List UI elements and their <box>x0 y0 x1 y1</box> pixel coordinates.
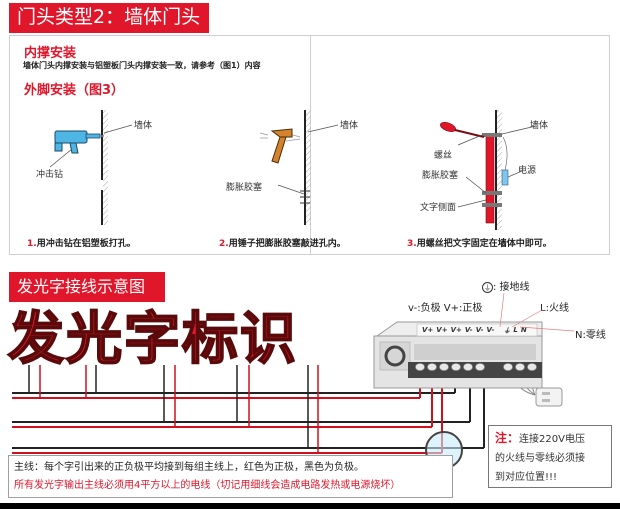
outer-install-title: 外脚安装（图3） <box>24 83 125 98</box>
step1-wall-label: 墙体 <box>134 121 153 131</box>
warning-tag: 注： <box>495 431 520 445</box>
neutral-label: N:零线 <box>575 330 606 341</box>
warning-line-2: 的火线与零线必须接 <box>495 453 585 464</box>
step2-anchor-label: 膨胀胶塞 <box>226 183 263 193</box>
terminal-labels: V+ V+ V+ V- V- V- ⏚ L N <box>422 326 527 336</box>
psu-leader-lines <box>499 292 575 332</box>
terminal-v-minus-2: V- <box>475 326 484 334</box>
live-label: L:火线 <box>540 303 569 314</box>
step3-power-label: 电源 <box>518 166 537 176</box>
note-line-1: 主线：每个字引出来的正负极平均接到每组主线上，红色为正极，黑色为负极。 <box>14 462 364 473</box>
step3-instruction: 3.用螺丝把文字固定在墙体中即可。 <box>407 236 552 249</box>
step2-diagram <box>259 110 339 225</box>
install-panel-right <box>310 35 610 255</box>
terminal-live: L <box>513 326 518 334</box>
terminal-v-plus-1: V+ <box>422 326 434 334</box>
bottom-edge-bar <box>0 503 620 509</box>
voltage-warning-box: 注：连接220V电压 的火线与零线必须接 到对应位置!!! <box>488 425 612 488</box>
ground-icon: ⏚ <box>482 281 493 293</box>
section-banner-wiring: 发光字接线示意图 <box>9 272 165 302</box>
screwdriver-icon <box>440 122 485 138</box>
step2-text: 用锤子把膨胀胶塞敲进孔内。 <box>228 239 346 249</box>
terminal-v-plus-3: V+ <box>450 326 462 334</box>
letter-side-shape <box>485 134 495 224</box>
main-wire-note: 主线：每个字引出来的正负极平均接到每组主线上，红色为正极，黑色为负极。 所有发光… <box>8 455 453 498</box>
step2-number: 2. <box>219 239 229 249</box>
terminal-ground: ⏚ <box>503 327 511 335</box>
ac-plug-icon <box>535 387 563 407</box>
polarity-label: v-:负极 V+:正极 <box>408 303 483 314</box>
step2-wall-label: 墙体 <box>340 121 359 131</box>
warning-line-1: 连接220V电压 <box>519 434 585 445</box>
step3-letter-side-label: 文字侧面 <box>420 203 457 213</box>
power-box-shape <box>501 169 509 186</box>
step2-instruction: 2.用锤子把膨胀胶塞敲进孔内。 <box>219 236 346 249</box>
step3-anchor-label: 膨胀胶塞 <box>422 171 459 181</box>
terminal-v-minus-1: V- <box>464 326 473 334</box>
inner-install-desc: 墙体门头内撑安装与铝塑板门头内撑安装一致，请参考（图1）内容 <box>23 61 261 70</box>
step3-screw-label: 螺丝 <box>434 151 453 161</box>
step3-wall-label: 墙体 <box>530 121 549 131</box>
warning-line-3: 到对应位置!!! <box>495 472 558 483</box>
power-supply-unit <box>373 321 543 389</box>
luminous-sign-title: 发光字标识 <box>7 307 298 372</box>
terminal-neutral: N <box>520 326 527 334</box>
terminal-screws <box>415 363 537 371</box>
step1-number: 1. <box>27 239 37 249</box>
hammer-icon <box>270 128 293 164</box>
terminal-v-plus-2: V+ <box>436 326 448 334</box>
step1-text: 用冲击钻在铝塑板打孔。 <box>36 239 136 249</box>
hammer-drill-icon <box>54 130 104 154</box>
ground-label: ⏚: 接地线 <box>482 281 530 293</box>
step1-instruction: 1.用冲击钻在铝塑板打孔。 <box>27 236 136 249</box>
step3-diagram <box>440 110 537 230</box>
fan-icon <box>384 345 406 367</box>
step1-tool-label: 冲击钻 <box>36 170 64 180</box>
section-banner-wall-door: 门头类型2：墙体门头 <box>9 3 209 33</box>
note-line-2: 所有发光字输出主线必须用4平方以上的电线（切记用细线会造成电路发热或电源烧坏） <box>14 480 401 491</box>
step1-diagram <box>49 110 133 225</box>
inner-install-title: 内撑安装 <box>24 46 77 61</box>
terminal-v-minus-3: V- <box>486 326 495 334</box>
step3-text: 用螺丝把文字固定在墙体中即可。 <box>416 239 552 249</box>
step3-number: 3. <box>407 239 417 249</box>
